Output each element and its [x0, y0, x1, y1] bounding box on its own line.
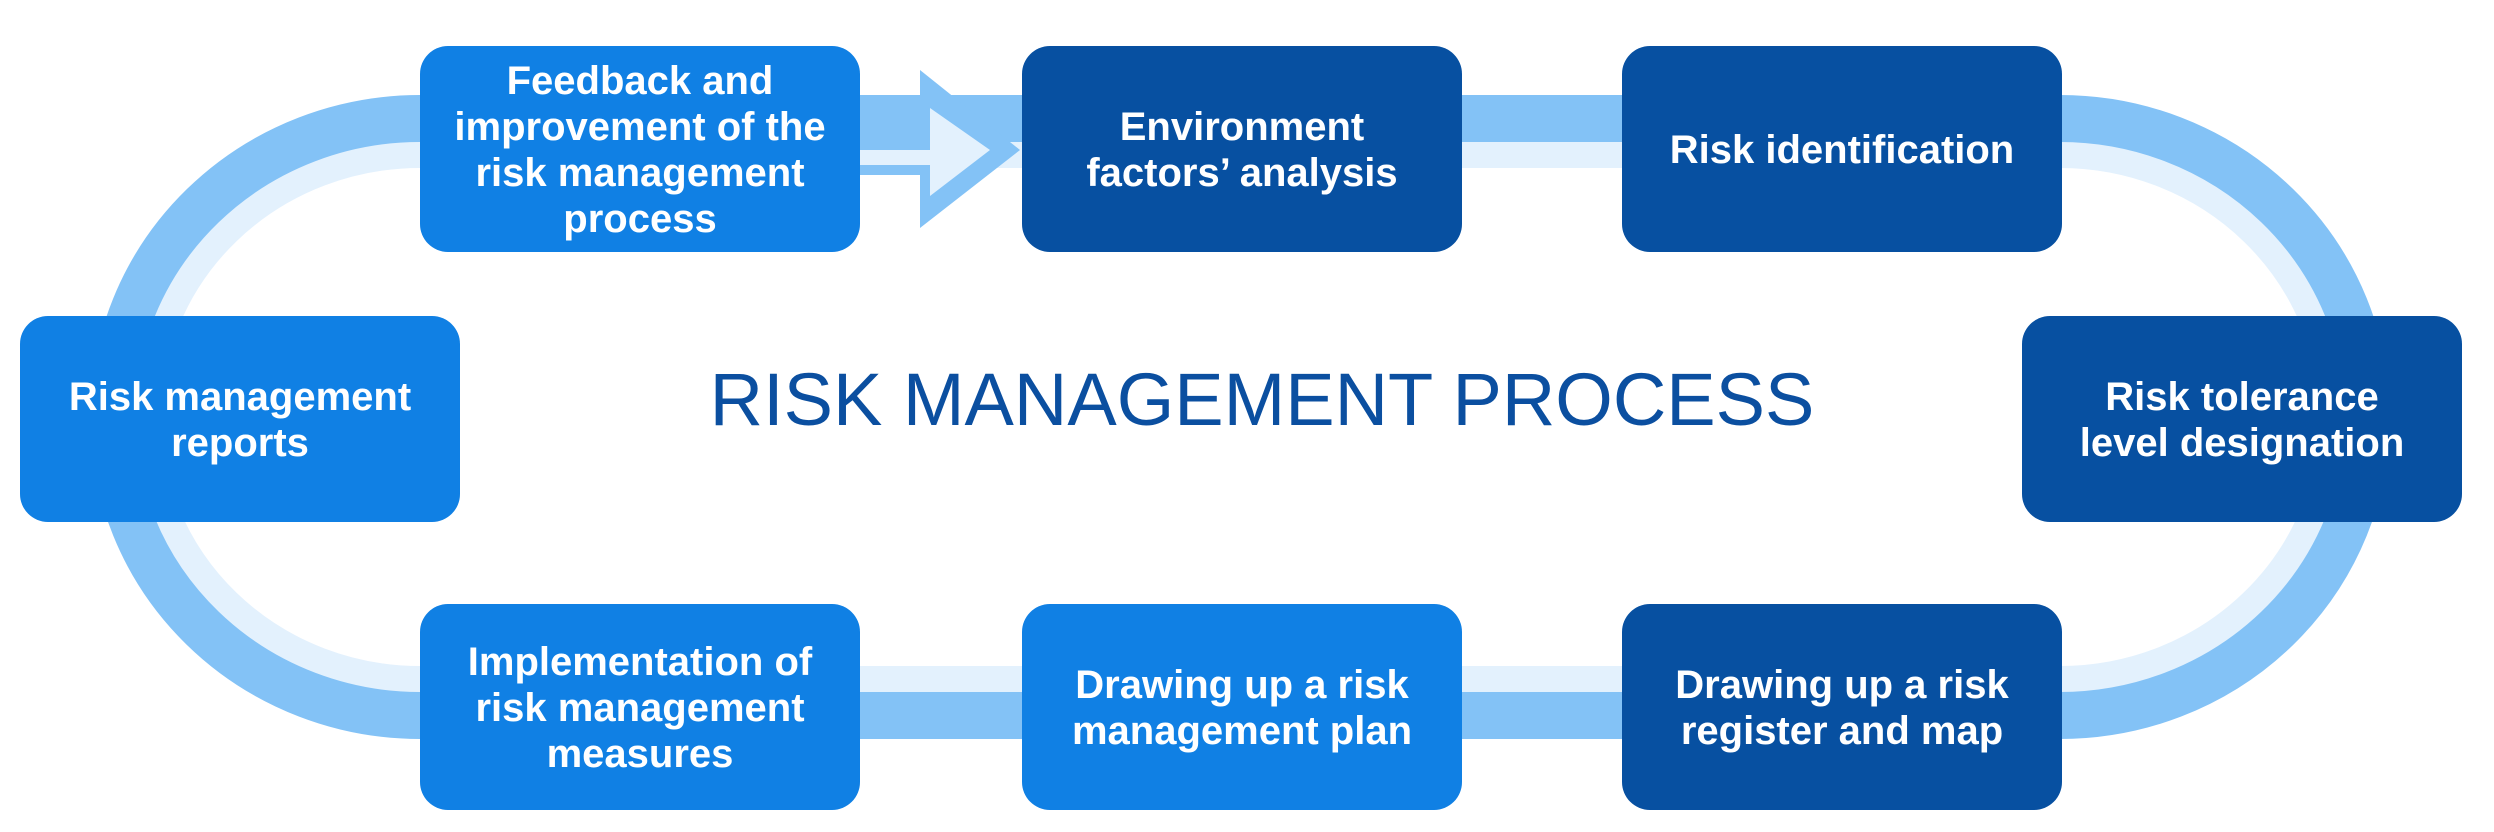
step-label-line: level designation [2080, 421, 2405, 465]
step-label-line: reports [171, 421, 309, 465]
step-box [1622, 604, 2062, 810]
step-box [20, 316, 460, 522]
step-label-line: Risk management [69, 375, 411, 419]
step-label-line: Drawing up a risk [1675, 663, 2009, 707]
step-label-line: process [563, 197, 716, 241]
step-box [420, 46, 860, 252]
step-label-line: Feedback and [507, 59, 774, 103]
step-box [1022, 604, 1462, 810]
step-box [1022, 46, 1462, 252]
step-label-line: Implementation of [468, 640, 813, 684]
step-label-line: Environment [1120, 105, 1364, 149]
step-label-line: management plan [1072, 709, 1412, 753]
step-box [420, 604, 860, 810]
step-label-line: improvement of the [454, 105, 825, 149]
diagram-title: RISK MANAGEMENT PROCESS [710, 358, 1815, 441]
step-box [2022, 316, 2462, 522]
step-label-line: Drawing up a risk [1075, 663, 1409, 707]
right-arrow-icon [860, 70, 1020, 228]
step-label-line: Risk identification [1670, 128, 2015, 172]
step-label-line: risk management [475, 686, 804, 730]
step-label-line: factors’ analysis [1086, 151, 1397, 195]
step-identification: Risk identification [1622, 46, 2062, 252]
step-label-line: measures [547, 732, 734, 776]
step-label-line: register and map [1681, 709, 2003, 753]
step-label-line: Risk tolerance [2105, 375, 2378, 419]
arrow-head-inner [860, 108, 990, 196]
step-box [1622, 46, 2062, 252]
step-label-line: risk management [475, 151, 804, 195]
